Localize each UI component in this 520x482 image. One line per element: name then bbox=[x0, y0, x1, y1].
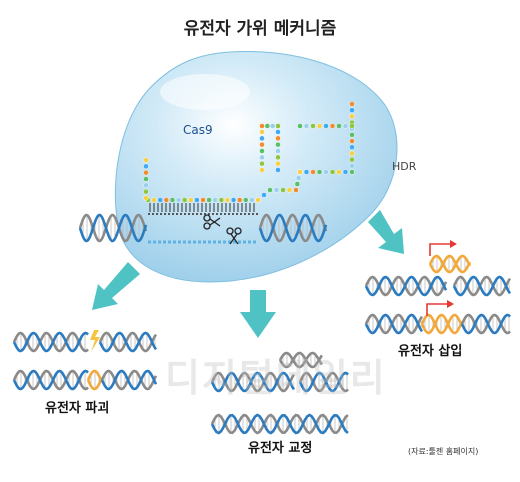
dna-correct-left bbox=[210, 371, 296, 393]
cas9-label: Cas9 bbox=[183, 123, 213, 137]
dna-inserted-a bbox=[364, 313, 424, 335]
red-arrow-icon bbox=[426, 240, 457, 316]
gene-insertion-label: 유전자 삽입 bbox=[398, 344, 463, 359]
gene-correction-label: 유전자 교정 bbox=[248, 441, 313, 456]
source-credit: (자료:툴젠 홈페이지) bbox=[408, 447, 479, 456]
dna-template bbox=[278, 351, 324, 369]
scissors-icon bbox=[203, 214, 221, 230]
dna-right bbox=[258, 213, 328, 243]
dna-strands bbox=[12, 213, 512, 435]
dna-disrupted-a bbox=[12, 369, 89, 391]
bubble-highlight bbox=[160, 74, 250, 110]
gene-disruption-label: 유전자 파괴 bbox=[45, 401, 110, 416]
spark-icon bbox=[90, 330, 100, 352]
watermark: 디지털데일리 bbox=[165, 356, 387, 400]
cas9-bubble bbox=[114, 51, 398, 283]
dna-insert-right bbox=[452, 275, 512, 297]
arrow-to-correction bbox=[240, 290, 276, 338]
dna-disrupt-right bbox=[98, 331, 158, 353]
dna-disrupted-b bbox=[100, 369, 158, 391]
scissors-icon bbox=[226, 227, 242, 245]
dna-disrupt-left bbox=[12, 331, 89, 353]
dna-correct-right bbox=[298, 371, 349, 393]
arrow-to-insertion bbox=[368, 210, 404, 254]
dna-inserted-b bbox=[460, 313, 511, 335]
dna-corrected bbox=[210, 413, 349, 435]
dna-insert-left bbox=[364, 275, 448, 297]
dna-left bbox=[78, 213, 148, 243]
dna-inserted-gene bbox=[420, 313, 464, 335]
arrow-to-disruption bbox=[92, 262, 140, 310]
page-title: 유전자 가위 메커니즘 bbox=[183, 19, 337, 39]
dna-insert-donor bbox=[428, 254, 472, 274]
dna-disrupted-mutation bbox=[86, 369, 104, 391]
hdr-label: HDR bbox=[392, 160, 417, 173]
guide-rna bbox=[143, 101, 355, 212]
